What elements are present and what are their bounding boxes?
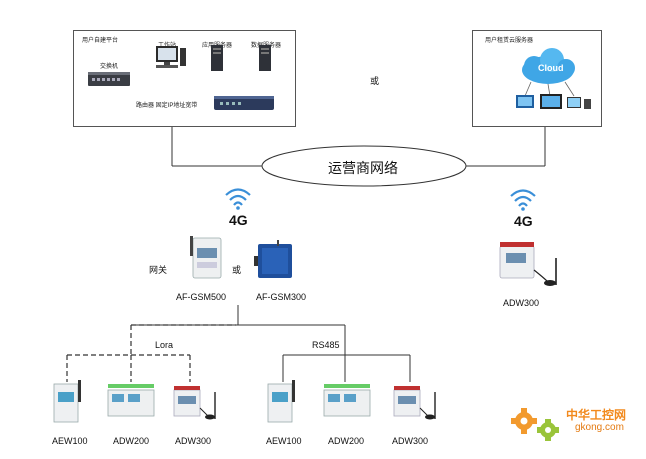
lora-label: Lora	[155, 340, 174, 350]
af-gsm500-label: AF-GSM500	[176, 292, 227, 302]
lora-device-adw200: ADW200	[113, 436, 150, 446]
lora-device-aew100: AEW100	[52, 436, 88, 446]
cloud-platform-title: 用户租赁云服务器	[485, 38, 534, 44]
lora-device-adw300: ADW300	[175, 436, 212, 446]
cloud-text: Cloud	[538, 63, 564, 73]
rs485-device-aew100: AEW100	[266, 436, 302, 446]
watermark-url: gkong.com	[575, 422, 624, 433]
private-platform-title: 用户自建平台	[82, 38, 119, 44]
rs485-device-adw200: ADW200	[328, 436, 365, 446]
watermark-text: 中华工控网	[566, 408, 627, 422]
af-gsm300-label: AF-GSM300	[256, 292, 307, 302]
rs485-label: RS485	[312, 340, 340, 350]
router-label: 路由器 固定IP地址宽带	[136, 103, 198, 109]
carrier-network-label: 运营商网络	[328, 160, 398, 176]
switch-label: 交换机	[100, 64, 119, 70]
or-label-top: 或	[370, 76, 380, 86]
rs485-device-adw300: ADW300	[392, 436, 429, 446]
4g-label-left: 4G	[229, 212, 248, 228]
4g-label-right: 4G	[514, 213, 533, 229]
gateway-label: 网关	[149, 265, 168, 275]
adw300-direct-label: ADW300	[503, 298, 540, 308]
or-label-gateway: 或	[232, 265, 242, 275]
